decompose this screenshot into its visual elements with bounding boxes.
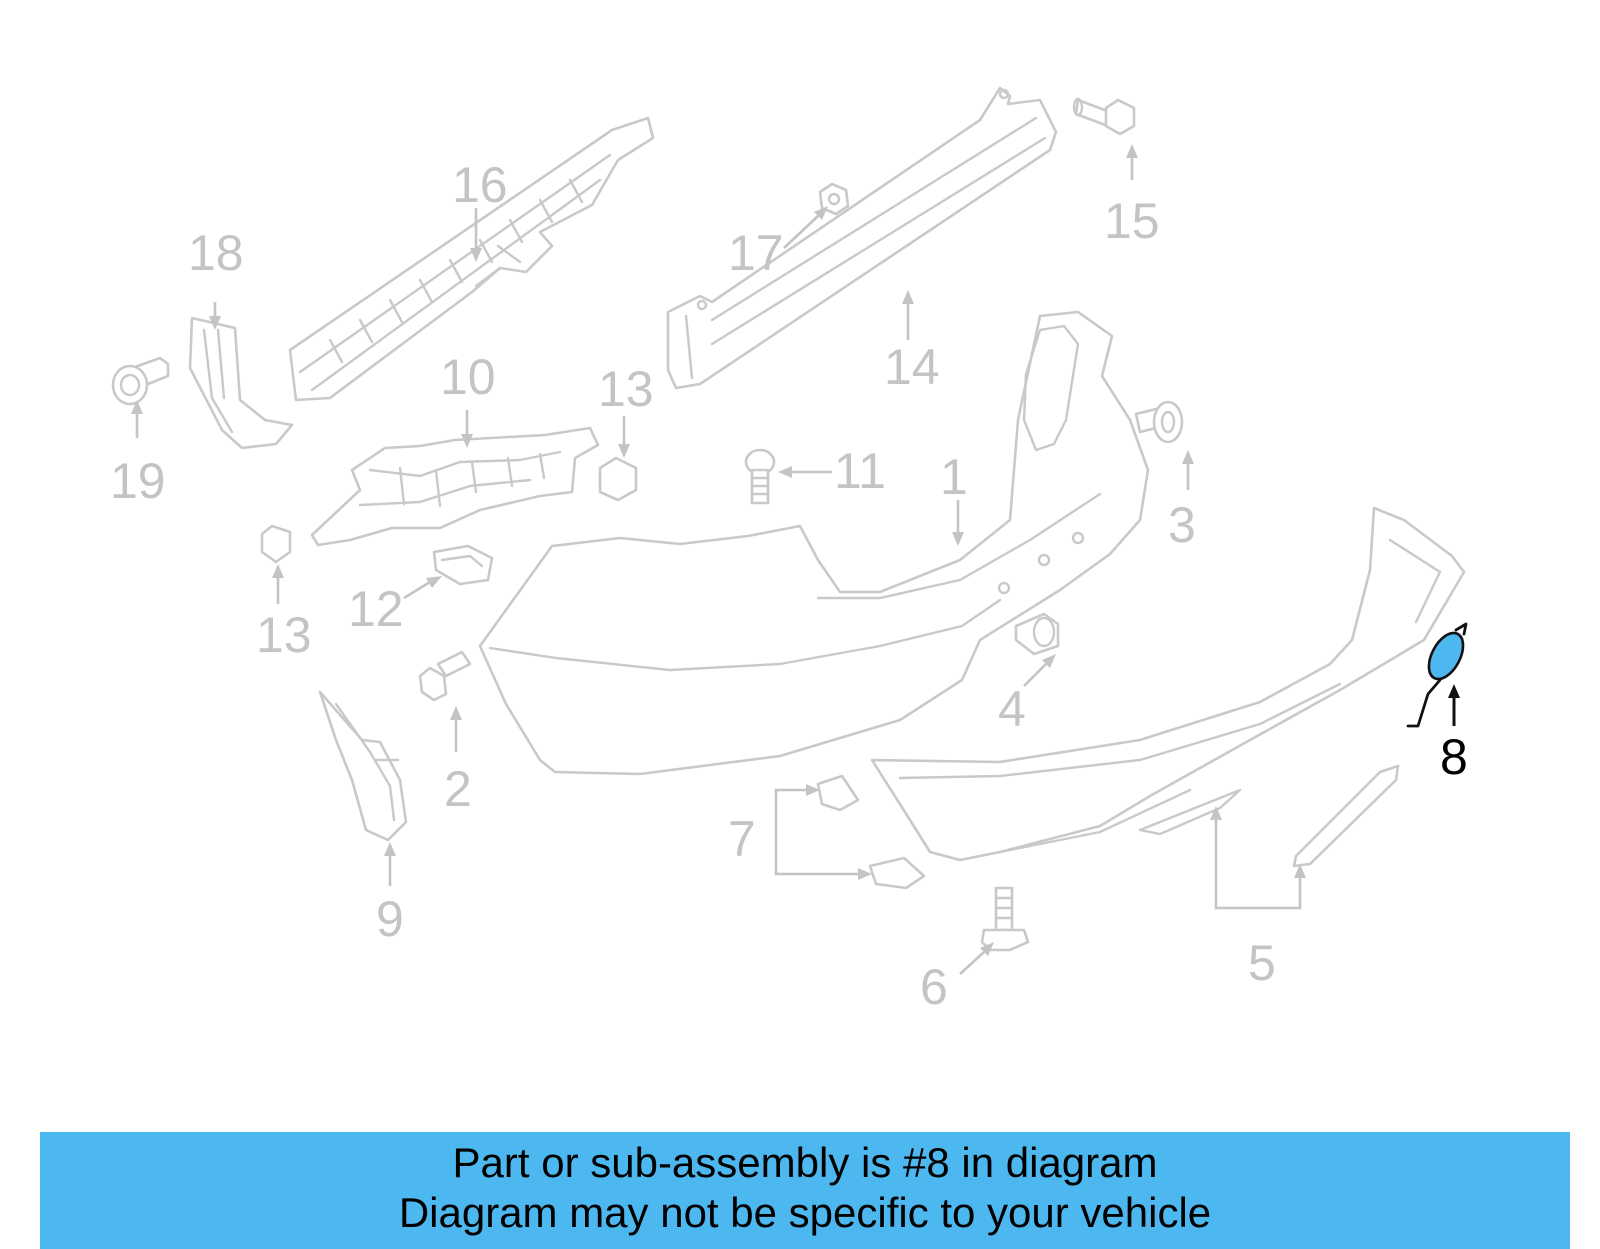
part-15-bolt[interactable] [1072, 97, 1136, 136]
callout-17: 17 [728, 225, 784, 281]
part-3-push-clip[interactable] [1134, 400, 1184, 444]
callout-6: 6 [920, 959, 948, 1015]
part-5-lower-bumper-cover[interactable] [870, 506, 1466, 862]
leader-lines [131, 144, 1306, 975]
callout-9: 9 [376, 891, 404, 947]
part-13-nut-upper[interactable] [598, 456, 638, 502]
callout-13-lower: 13 [256, 607, 312, 663]
banner-line-2: Diagram may not be specific to your vehi… [398, 1189, 1212, 1236]
part-18-side-bracket[interactable] [188, 316, 294, 450]
callout-labels: 16 18 19 10 13 11 1 17 14 15 3 4 13 12 2… [110, 157, 1468, 1015]
callout-7: 7 [728, 811, 756, 867]
callout-2: 2 [444, 761, 472, 817]
callout-15: 15 [1104, 193, 1160, 249]
callout-12: 12 [348, 581, 404, 637]
callout-16: 16 [452, 157, 508, 213]
part-1-bumper-cover[interactable] [478, 310, 1150, 776]
callout-8: 8 [1440, 729, 1468, 785]
callout-14: 14 [884, 339, 940, 395]
part-11-bolt[interactable] [744, 448, 776, 505]
part-9-lower-bracket[interactable] [318, 690, 408, 842]
callout-19: 19 [110, 453, 166, 509]
part-5-garnish-strip[interactable] [1292, 764, 1400, 868]
part-16-reinforcement-bracket[interactable] [288, 116, 655, 402]
part-7-clips[interactable] [816, 774, 926, 890]
part-2-bolt[interactable] [418, 650, 472, 702]
info-banner: Part or sub-assembly is #8 in diagram Di… [40, 1132, 1570, 1249]
part-4-grommet[interactable] [1014, 612, 1060, 656]
part-13-nut-left[interactable] [260, 524, 292, 564]
callout-4: 4 [998, 681, 1026, 737]
callout-18: 18 [188, 225, 244, 281]
part-6-bolt[interactable] [980, 886, 1030, 952]
part-12-clip[interactable] [432, 544, 494, 586]
callout-10: 10 [440, 349, 496, 405]
callout-5: 5 [1248, 935, 1276, 991]
callout-11: 11 [834, 443, 886, 499]
part-14-reinforcement-beam[interactable] [666, 86, 1058, 390]
part-19-bolt[interactable] [111, 356, 170, 406]
callout-13-upper: 13 [598, 361, 654, 417]
banner-line-1: Part or sub-assembly is #8 in diagram [452, 1139, 1158, 1186]
part-8-tow-hook-cover[interactable] [1406, 622, 1470, 728]
callout-3: 3 [1168, 497, 1196, 553]
part-10-bracket-assembly[interactable] [310, 426, 600, 547]
leader-8 [1448, 684, 1460, 726]
callout-1: 1 [940, 449, 968, 505]
